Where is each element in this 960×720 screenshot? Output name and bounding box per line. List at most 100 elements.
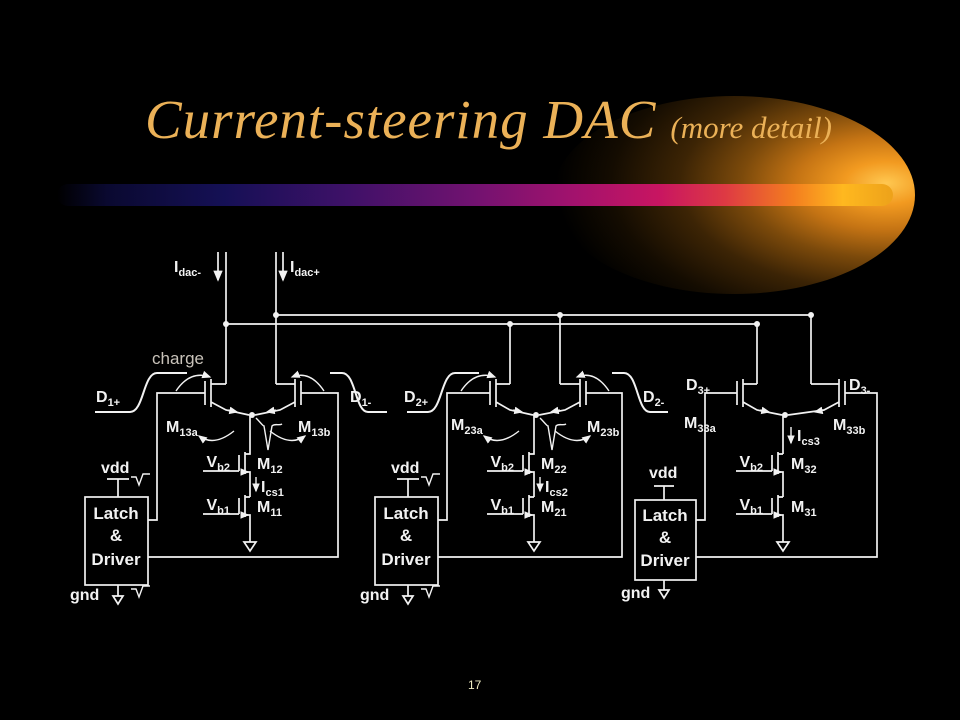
latch-label: Latch [642, 506, 687, 525]
latch-label: Latch [383, 504, 428, 523]
gnd-label: gnd [360, 587, 389, 604]
m-switch-b-label: M13b [298, 419, 331, 439]
m-source-label: M31 [791, 499, 817, 519]
charge-injection-arrow [575, 370, 610, 392]
ground-arrow [401, 585, 415, 606]
switch-transistor-a [736, 324, 783, 416]
source-arrow [227, 406, 239, 415]
switch-transistor-b [254, 252, 302, 416]
m-source-label: M21 [541, 499, 567, 519]
rising-edge-waveform [407, 372, 479, 413]
idac-plus-label: Idac+ [290, 259, 320, 279]
dac-cell-2: Latch & Driver vdd gnd D2+ D2- M23a M23b [360, 315, 668, 606]
d-plus-label: D1+ [96, 389, 120, 409]
d-plus-label: D3+ [686, 377, 710, 397]
gnd-label: gnd [70, 587, 99, 604]
d-plus-label: D2+ [404, 389, 428, 409]
vb1-label: Vb1 [206, 497, 230, 517]
m-switch-a-label: M13a [166, 419, 199, 439]
m-cascode-label: M22 [541, 456, 567, 476]
latch-label: Driver [381, 550, 431, 569]
vdd-glitch-waveform [421, 473, 440, 488]
charge-injection-arrow [197, 430, 235, 444]
ground-arrow [657, 580, 671, 600]
gate-drive-wires [148, 392, 339, 558]
source-arrow [813, 406, 825, 415]
title-detail-text: (more detail) [670, 110, 832, 145]
vdd-supply-stub [107, 478, 129, 497]
source-arrow [265, 406, 277, 415]
ground-symbol [526, 541, 542, 553]
latch-label: & [400, 526, 412, 545]
idac-minus-label: Idac- [174, 259, 201, 279]
m-switch-b-label: M23b [587, 419, 620, 439]
m-cascode-label: M12 [257, 456, 283, 476]
vb2-label: Vb2 [490, 454, 514, 474]
vb2-label: Vb2 [206, 454, 230, 474]
m-switch-b-label: M33b [833, 417, 866, 437]
current-source-transistor [487, 495, 535, 542]
gnd-glitch-waveform [421, 585, 440, 600]
vdd-supply-stub [654, 485, 674, 500]
vdd-label: vdd [649, 465, 677, 482]
output-bus-section: Idac- Idac+ charge [152, 252, 814, 368]
charge-injection-arrow [554, 430, 592, 444]
m-cascode-label: M32 [791, 456, 817, 476]
current-source-transistor [736, 495, 784, 542]
latch-driver-box [374, 496, 439, 586]
dac-cell-1: Latch & Driver vdd gnd D1+ D1- M13a M13b [70, 252, 387, 606]
charge-annotation-label: charge [152, 349, 204, 368]
gate-drive-wires [438, 392, 623, 558]
glitch-spike-waveform [255, 417, 283, 451]
vdd-label: vdd [101, 460, 129, 477]
m-switch-a-label: M33a [684, 415, 717, 435]
charge-injection-arrow [269, 430, 307, 444]
m-source-label: M11 [257, 499, 282, 519]
current-source-transistor [203, 495, 251, 542]
gnd-glitch-waveform [131, 585, 150, 600]
latch-label: Driver [640, 551, 690, 570]
switch-transistor-a [489, 324, 534, 416]
latch-label: & [110, 526, 122, 545]
gate-drive-wires [696, 392, 878, 558]
ics-label: Ics1 [261, 479, 284, 499]
latch-label: & [659, 528, 671, 547]
charge-injection-arrow [482, 430, 520, 444]
vdd-supply-stub [397, 478, 419, 497]
d-minus-label: D2- [643, 389, 665, 409]
ics-label: Ics3 [797, 428, 820, 448]
source-arrow [759, 406, 771, 415]
cascode-transistor [487, 415, 535, 497]
glitch-spike-waveform [539, 417, 567, 451]
cascode-transistor [203, 415, 251, 497]
charge-injection-arrow [290, 370, 325, 392]
m-switch-a-label: M23a [451, 417, 484, 437]
latch-driver-box [634, 499, 697, 581]
cascode-transistor [736, 414, 785, 497]
vb2-label: Vb2 [739, 454, 763, 474]
dac-cell-3: Latch & Driver vdd gnd D3+ D3- M33a M33b… [621, 315, 878, 602]
d-minus-label: D3- [849, 377, 871, 397]
source-arrow [512, 406, 524, 415]
falling-edge-waveform [612, 372, 668, 413]
decorative-gradient-bar [57, 184, 893, 206]
latch-label: Latch [93, 504, 138, 523]
vdd-label: vdd [391, 460, 419, 477]
latch-label: Driver [91, 550, 141, 569]
page-number: 17 [468, 678, 482, 692]
title-text: Current-steering DAC [145, 89, 657, 150]
charge-injection-arrow [175, 370, 212, 392]
d-minus-label: D1- [350, 389, 372, 409]
ground-arrow [111, 585, 125, 606]
ics-label: Ics2 [545, 479, 568, 499]
charge-injection-arrow [460, 370, 497, 392]
source-arrow [549, 406, 561, 415]
gnd-label: gnd [621, 585, 650, 602]
ground-symbol [775, 541, 791, 553]
falling-edge-waveform [330, 372, 387, 413]
switch-transistor-a [204, 252, 250, 416]
switch-transistor-b [538, 315, 587, 416]
vb1-label: Vb1 [739, 497, 763, 517]
